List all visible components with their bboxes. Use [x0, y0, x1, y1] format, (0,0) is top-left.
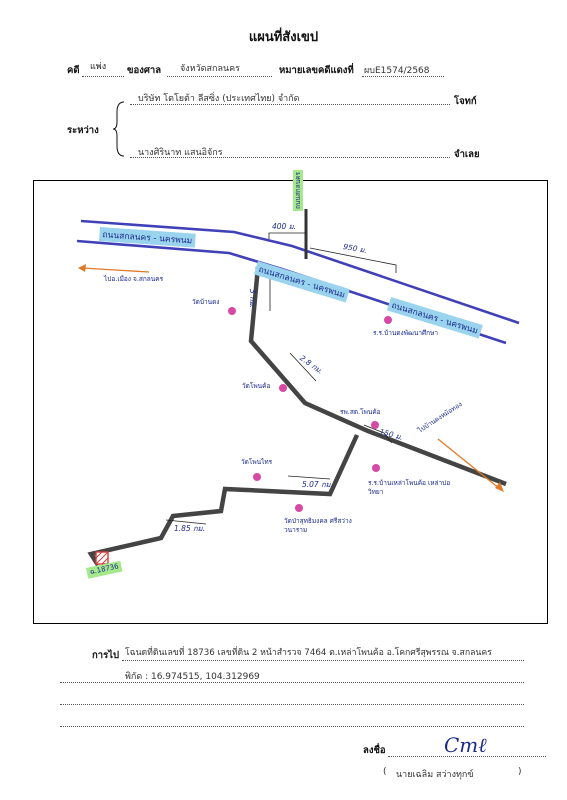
highway-edge-upper	[80, 219, 520, 325]
parcel-hatch-3	[101, 557, 109, 565]
tick-b	[309, 247, 397, 273]
side-road-label: ถนนสกลนคร	[293, 170, 303, 211]
between-label: ระหว่าง	[67, 125, 99, 136]
distance-a: 400 ม.	[272, 222, 297, 231]
landmark-dot-wat-phon-kho	[279, 384, 287, 392]
landmark-wat-phon-kho: วัดโพนค้อ	[242, 382, 271, 390]
distance-c: 3 กม.	[248, 289, 257, 309]
parcel-hatch-1	[95, 551, 103, 559]
landmark-rpst: รพ.สต.โพนค้อ	[340, 408, 381, 416]
defendant-role: จำเลย	[454, 149, 480, 160]
tick-d	[289, 352, 317, 382]
distance-f: 5.07 กม.	[302, 480, 333, 489]
close-paren: )	[518, 767, 522, 777]
open-paren: (	[383, 767, 387, 777]
landmark-dot-wat-bottom	[295, 504, 303, 512]
signer-name: นายเฉลิม สว่างทุกข์	[396, 770, 474, 780]
case-type: แพ่ง	[90, 62, 107, 72]
landmark-wat-ban-dong: วัดบ้านดง	[192, 298, 220, 306]
court-name: จังหวัดสกลนคร	[180, 64, 240, 74]
signature: Cmℓ	[444, 733, 487, 757]
landmark-dot-wat-ban-dong	[228, 307, 236, 315]
route-lower	[87, 434, 360, 567]
tick-e	[363, 424, 393, 444]
highway-edge-lower	[76, 239, 507, 345]
tick-g	[165, 519, 207, 525]
landmark-dot-rpst	[371, 421, 379, 429]
arrow-right-line	[437, 438, 501, 490]
directions-text: โฉนดที่ดินเลขที่ 18736 เลขที่ดิน 2 หน้าส…	[125, 648, 492, 658]
arrow-left-line	[81, 267, 150, 273]
landmark-wat-bottom: วัดป่าสุทธิมงคล ศรีสว่างวนาราม	[284, 517, 352, 534]
case-label: คดี	[67, 65, 80, 76]
plaintiff-role: โจทก์	[454, 96, 477, 107]
tick-f	[287, 475, 331, 480]
court-label: ของศาล	[127, 65, 162, 76]
red-case-number: ผบE1574/2568	[364, 66, 430, 76]
landmark-dot-school-top	[384, 316, 392, 324]
directions-label: การไป	[92, 650, 119, 661]
landmark-wat-phon-sai: วัดโพนไทร	[241, 458, 273, 466]
plaintiff-name: บริษัท โตโยต้า ลีสซิ่ง (ประเทศไทย) จำกัด	[138, 94, 300, 104]
landmark-school-top: ร.ร.บ้านดงพัฒนาศึกษา	[373, 329, 438, 337]
arrow-left-head	[78, 264, 86, 272]
direction-left-label: ไปอ.เมือง จ.สกลนคร	[104, 275, 164, 283]
landmark-dot-wat-phon-sai	[253, 473, 261, 481]
parcel-hatch-2	[95, 551, 109, 565]
distance-g: 1.85 กม.	[174, 524, 205, 533]
arrow-right-head	[495, 482, 504, 492]
red-case-label: หมายเลขคดีแดงที่	[279, 65, 354, 76]
document-title: แผนที่สังเขป	[248, 30, 319, 45]
landmark-school-bottom: ร.ร.บ้านเหล่าโพนค้อ เหล่าบ่อ วิทยา	[368, 479, 451, 496]
route-upper	[248, 266, 507, 487]
coordinates-text: พิกัด : 16.974515, 104.312969	[125, 672, 260, 682]
defendant-name: นางศิรินาท แสนอิจักร	[138, 148, 223, 158]
sketch-map: ถนนสกลนคร - นครพนม ถนนสกลนคร - นครพนม ถน…	[33, 170, 548, 624]
sign-label: ลงชื่อ	[363, 745, 386, 756]
tick-a	[268, 232, 306, 239]
landmark-dot-school-bottom	[372, 464, 380, 472]
brace	[112, 101, 125, 157]
